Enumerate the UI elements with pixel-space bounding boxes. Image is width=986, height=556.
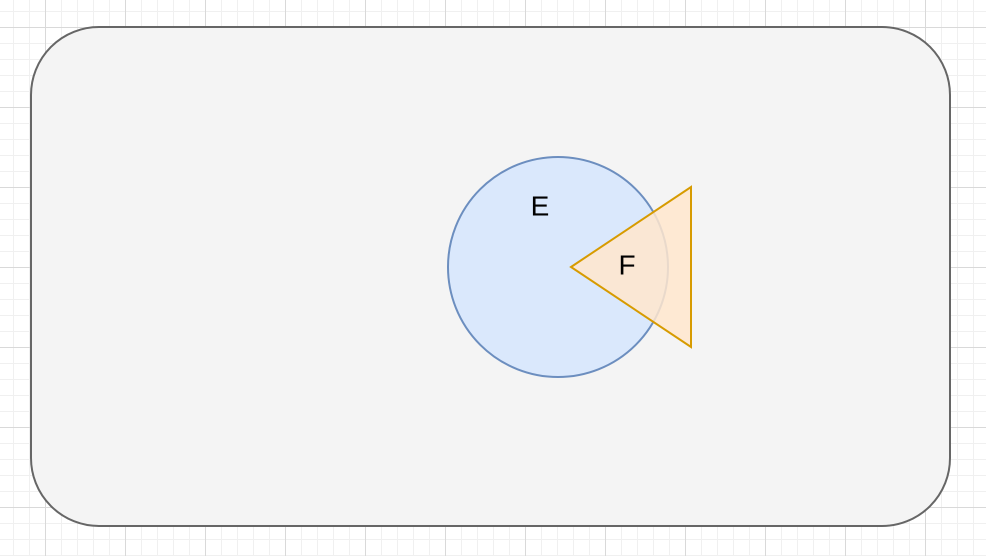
triangle-shape-f[interactable] [569, 185, 692, 349]
circle-label: E [531, 190, 550, 221]
triangle-label: F [618, 249, 635, 280]
